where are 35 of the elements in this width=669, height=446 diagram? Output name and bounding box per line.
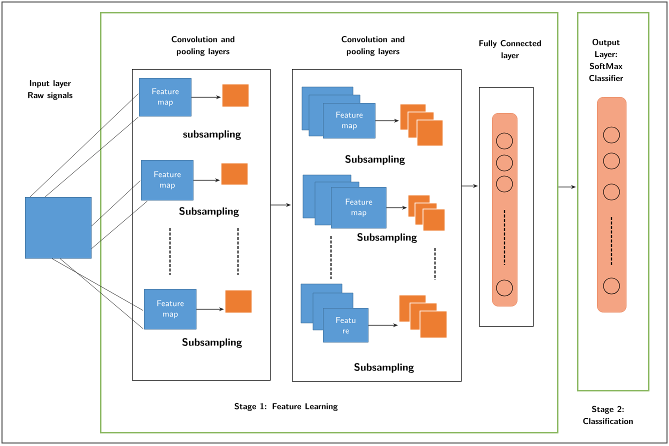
feature-map-stack: Feature map	[302, 86, 376, 138]
subsampling-label: subsampling	[183, 130, 241, 140]
feature-map: Feature map	[141, 160, 194, 200]
input-label: Input layer Raw signals	[28, 80, 72, 100]
subsampling-label: Subsampling	[179, 207, 239, 217]
pooled-map	[222, 84, 250, 108]
stage-label: Output Layer: SoftMax Classifier	[589, 38, 624, 82]
pooled-map	[224, 290, 252, 314]
subsampling-label: Subsampling	[345, 155, 405, 165]
stage-label: Stage 2: Classification	[583, 406, 633, 424]
pooled-map	[400, 104, 444, 146]
feature-map: Feature map	[139, 78, 192, 116]
subsampling-label: Subsampling	[354, 363, 414, 373]
feature-map-stack: Featu re	[300, 284, 368, 342]
pooled-map	[220, 162, 248, 186]
pooled-map	[398, 294, 448, 338]
neuron-column	[492, 113, 518, 306]
neuron-column	[597, 97, 626, 312]
subsampling-label: Subsampling	[182, 338, 242, 348]
feature-map-stack: Feature map	[302, 174, 386, 228]
panel-heading: Convolution and pooling layers	[342, 36, 404, 56]
panel-heading: Fully Connected layer	[479, 40, 541, 60]
connector-line	[91, 180, 141, 226]
connector-line	[52, 258, 144, 311]
stage-label: Stage 1: Feature Learning	[234, 403, 338, 411]
pooled-map	[408, 194, 446, 232]
input-box	[25, 197, 92, 259]
panel-heading: Convolution and pooling layers	[172, 36, 234, 56]
connector-line	[30, 93, 139, 198]
connector-line	[44, 116, 138, 198]
feature-map: Feature map	[144, 289, 196, 330]
connector-line	[60, 258, 144, 330]
connector-line	[91, 200, 148, 249]
node-label: re	[343, 329, 349, 334]
subsampling-label: Subsampling	[357, 233, 417, 243]
